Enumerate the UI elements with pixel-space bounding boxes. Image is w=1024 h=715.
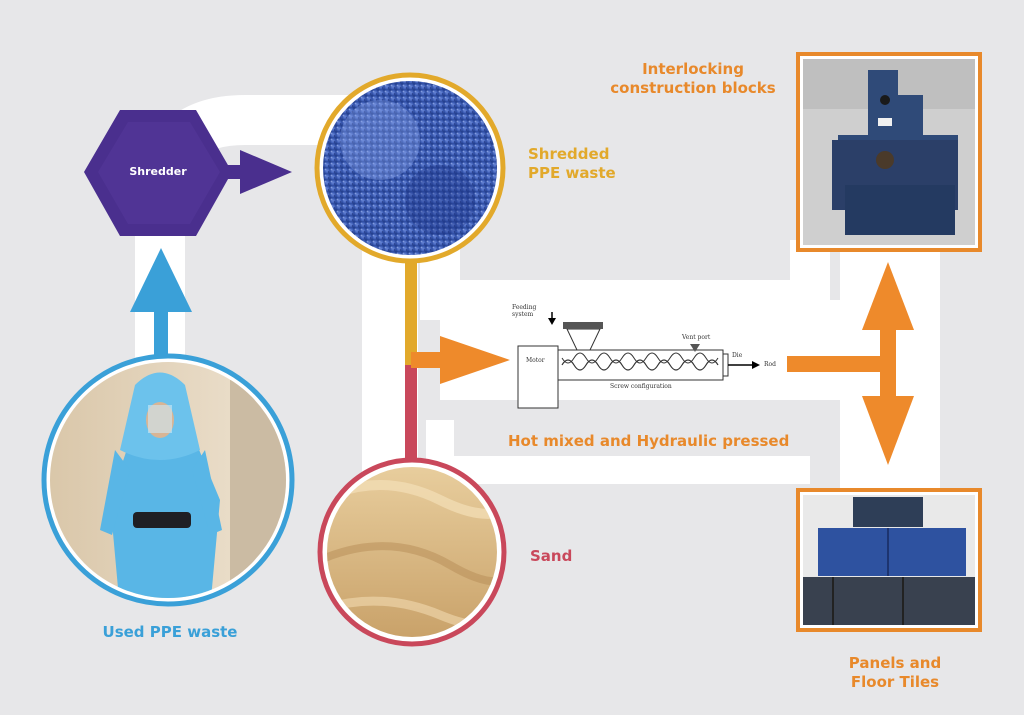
extruder-schematic [517, 312, 760, 409]
blocks-label-line1: Interlocking [642, 60, 744, 78]
shredded-ppe-label: Shredded PPE waste [528, 145, 616, 183]
extruder-die-label: Die [732, 352, 743, 359]
shredder-label: Shredder [129, 165, 187, 178]
tiles-label-line2: Floor Tiles [850, 672, 940, 691]
shredded-ppe-label-line1: Shredded [528, 145, 610, 163]
tiles-label-line1: Panels and [848, 654, 942, 672]
used-ppe-label: Used PPE waste [102, 623, 238, 641]
arrow-process-to-products [787, 262, 914, 465]
arrow-to-process [411, 336, 510, 384]
extruder-output-label: Rod [764, 361, 776, 368]
shredder-hexagon [84, 110, 232, 236]
blocks-label: Interlocking construction blocks [598, 60, 788, 98]
shredded-ppe-label-line2: PPE waste [528, 163, 616, 182]
sand-image [317, 457, 507, 647]
extruder-screw-label: Screw configuration [610, 383, 672, 390]
shredded-ppe-image [314, 72, 506, 264]
arrow-shredder-to-shredded [225, 150, 292, 194]
blocks-photo [796, 52, 982, 252]
used-ppe-image [41, 353, 295, 607]
sand-label: Sand [530, 547, 573, 565]
extruder-motor-label: Motor [526, 357, 545, 364]
blocks-label-line2: construction blocks [610, 78, 776, 97]
process-label: Hot mixed and Hydraulic pressed [508, 432, 790, 450]
extruder-feeding-label: Feeding system [512, 304, 537, 318]
extruder-vent-label: Vent port [682, 334, 711, 341]
tiles-label: Panels and Floor Tiles [800, 654, 990, 692]
arrow-ppe-to-shredder [130, 248, 192, 360]
tiles-photo [796, 488, 982, 632]
